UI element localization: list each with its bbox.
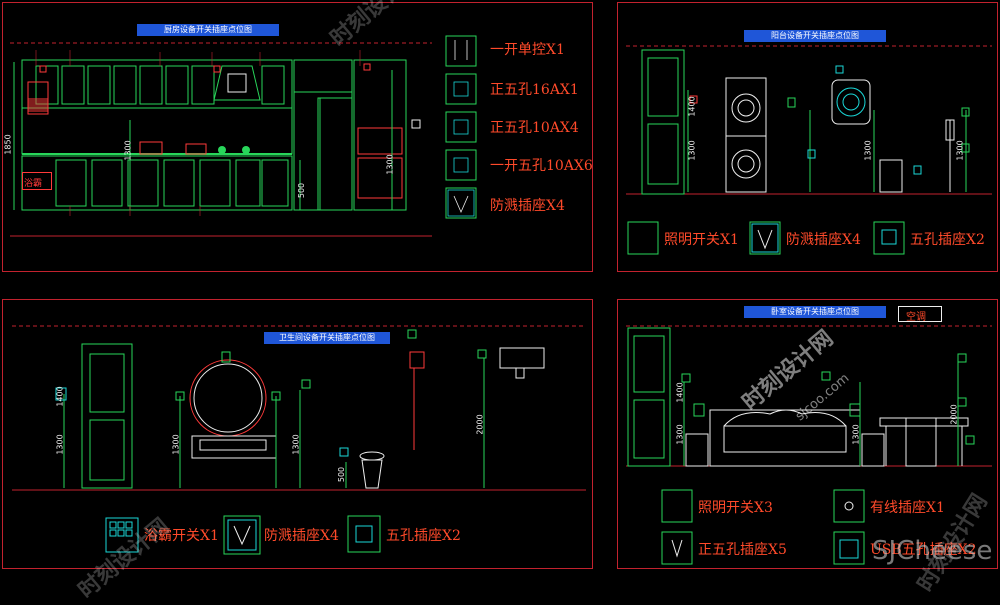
- kitchen-legend-1: 一开单控X1: [490, 42, 565, 58]
- bedroom-dim-2: 1300: [675, 424, 685, 445]
- balcony-legend-1: 照明开关X1: [664, 232, 739, 248]
- bedroom-legend-left-1: 照明开关X3: [698, 500, 773, 516]
- kitchen-legend-3: 正五孔10AX4: [490, 120, 579, 136]
- bathroom-drawing: [12, 325, 586, 555]
- bedroom-title: 卧室设备开关插座点位图: [744, 306, 886, 318]
- kitchen-legend-4: 一开五孔10AX6: [490, 158, 593, 174]
- bathroom-legend-2: 防溅插座X4: [264, 528, 339, 544]
- kitchen-panel: [2, 2, 593, 272]
- bedroom-legend-left-2: 正五孔插座X5: [698, 542, 787, 558]
- kitchen-title: 厨房设备开关插座点位图: [137, 24, 279, 36]
- kitchen-heater-label-box: [22, 172, 52, 190]
- bathroom-legend-3: 五孔插座X2: [386, 528, 461, 544]
- balcony-title: 阳台设备开关插座点位图: [744, 30, 886, 42]
- bathroom-legend-1: 浴霸开关X1: [144, 528, 219, 544]
- balcony-drawing: [626, 45, 992, 255]
- bedroom-legend-right-1: 有线插座X1: [870, 500, 945, 516]
- bedroom-ac-box: [898, 306, 942, 322]
- watermark-brand: SJCheese: [872, 536, 993, 566]
- bathroom-panel: [2, 299, 593, 569]
- balcony-legend-2: 防溅插座X4: [786, 232, 861, 248]
- balcony-legend-3: 五孔插座X2: [910, 232, 985, 248]
- balcony-panel: [617, 2, 998, 272]
- bathroom-title: 卫生间设备开关插座点位图: [264, 332, 390, 344]
- bedroom-ac-label: 空调: [906, 312, 926, 323]
- kitchen-legend-5: 防溅插座X4: [490, 198, 565, 214]
- bedroom-dim-4: 2000: [949, 404, 959, 425]
- kitchen-heater-label: 浴霸: [24, 179, 43, 189]
- kitchen-legend-2: 正五孔16AX1: [490, 82, 579, 98]
- kitchen-drawing: [10, 35, 477, 237]
- bedroom-panel: [617, 299, 998, 569]
- bedroom-dim-3: 1300: [851, 424, 861, 445]
- bedroom-legend-right-2: USB五孔插座X2: [870, 542, 977, 558]
- bedroom-dim-1: 1400: [675, 382, 685, 403]
- bedroom-drawing: [626, 325, 992, 565]
